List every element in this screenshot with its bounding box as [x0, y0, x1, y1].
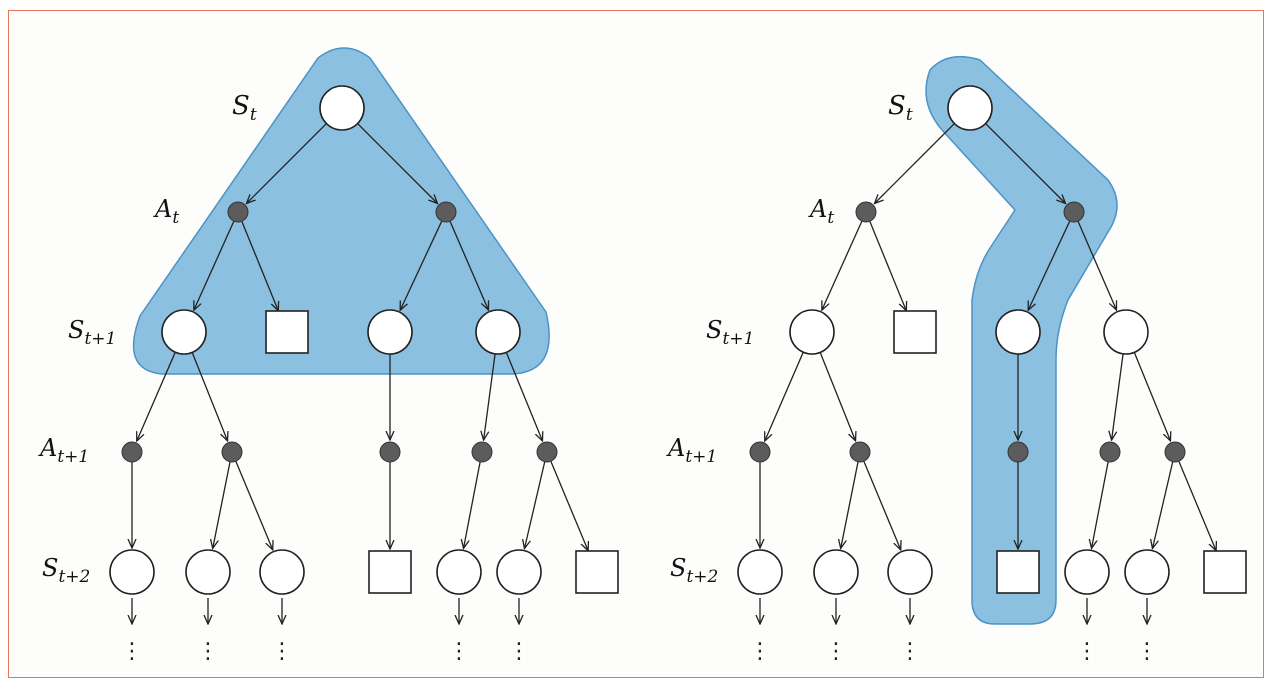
edge-arrow — [1178, 460, 1216, 551]
nodes: ⋮ ⋮ ⋮ ⋮ ⋮ ⋮ ⋮ ⋮ ⋮ ⋮ — [109, 85, 1247, 664]
state-node — [109, 549, 155, 595]
dp-backup-highlight — [132, 47, 550, 375]
continuation-dots: ⋮ — [197, 639, 219, 664]
continuation-dots: ⋮ — [749, 639, 771, 664]
state-node — [259, 549, 305, 595]
action-node — [121, 441, 143, 463]
state-node — [475, 309, 521, 355]
label-s-t1: St+1 — [68, 316, 116, 349]
state-node — [319, 85, 365, 131]
edge-arrow — [400, 220, 443, 310]
edge-arrow — [524, 461, 546, 549]
edge-arrow — [819, 352, 855, 440]
edge-arrow — [985, 123, 1066, 204]
label-a-t1: At+1 — [38, 434, 89, 467]
terminal-node — [893, 310, 937, 354]
edge-arrow — [1028, 220, 1071, 310]
action-node — [471, 441, 493, 463]
state-node — [995, 309, 1041, 355]
edge-arrow — [449, 220, 488, 310]
edge-arrow — [550, 460, 588, 551]
edge-arrow — [241, 221, 279, 310]
terminal-node — [575, 550, 619, 594]
terminal-node — [996, 550, 1040, 594]
state-node — [887, 549, 933, 595]
action-node — [749, 441, 771, 463]
action-node — [379, 441, 401, 463]
state-node — [367, 309, 413, 355]
action-node — [435, 201, 457, 223]
edge-arrow — [841, 461, 859, 549]
edge-arrow — [1152, 461, 1174, 549]
panel-left-labels: St At St+1 At+1 St+2 — [38, 91, 257, 587]
edge-arrow — [869, 221, 907, 310]
terminal-node — [265, 310, 309, 354]
action-node — [855, 201, 877, 223]
edge-arrow — [213, 461, 231, 549]
edge-arrow — [194, 220, 235, 310]
action-node — [849, 441, 871, 463]
panel-right-labels: St At St+1 At+1 St+2 — [666, 91, 913, 587]
edge-arrow — [484, 353, 496, 440]
state-node — [496, 549, 542, 595]
state-node — [1064, 549, 1110, 595]
continuation-dots: ⋮ — [271, 639, 293, 664]
edge-arrow — [246, 123, 327, 204]
action-node — [227, 201, 249, 223]
action-node — [536, 441, 558, 463]
state-node — [1124, 549, 1170, 595]
state-node — [947, 85, 993, 131]
action-node — [1164, 441, 1186, 463]
edge-arrow — [765, 351, 804, 441]
label-s-t: St — [232, 91, 257, 125]
label-a-t1: At+1 — [666, 434, 717, 467]
edge-arrow — [1077, 220, 1116, 310]
continuation-dots: ⋮ — [899, 639, 921, 664]
edge-arrow — [822, 220, 863, 310]
continuation-dots: ⋮ — [121, 639, 143, 664]
edge-arrow — [874, 123, 955, 204]
state-node — [813, 549, 859, 595]
state-node — [1103, 309, 1149, 355]
edge-arrow — [191, 352, 227, 440]
edge-arrow — [137, 351, 176, 441]
continuation-dots: ⋮ — [508, 639, 530, 664]
edge-arrow — [505, 352, 542, 441]
edge-arrow — [464, 461, 481, 549]
label-a-t: At — [808, 195, 834, 228]
state-node — [789, 309, 835, 355]
edge-arrow — [863, 460, 901, 550]
label-s-t1: St+1 — [706, 316, 754, 349]
terminal-node — [368, 550, 412, 594]
edge-arrow — [357, 123, 438, 204]
state-node — [161, 309, 207, 355]
action-node — [1063, 201, 1085, 223]
label-a-t: At — [153, 195, 179, 228]
continuation-dots: ⋮ — [448, 639, 470, 664]
continuation-dots: ⋮ — [1076, 639, 1098, 664]
label-s-t: St — [888, 91, 913, 125]
state-node — [185, 549, 231, 595]
continuation-dots: ⋮ — [825, 639, 847, 664]
action-node — [1099, 441, 1121, 463]
terminal-node — [1203, 550, 1247, 594]
label-s-t2: St+2 — [42, 554, 90, 587]
action-node — [221, 441, 243, 463]
edges — [132, 123, 1216, 624]
label-s-t2: St+2 — [670, 554, 718, 587]
state-node — [737, 549, 783, 595]
action-node — [1007, 441, 1029, 463]
edge-arrow — [235, 460, 273, 550]
edge-arrow — [1133, 352, 1170, 441]
edge-arrow — [1112, 353, 1124, 440]
state-node — [436, 549, 482, 595]
edge-arrow — [1092, 461, 1109, 549]
continuation-dots: ⋮ — [1136, 639, 1158, 664]
